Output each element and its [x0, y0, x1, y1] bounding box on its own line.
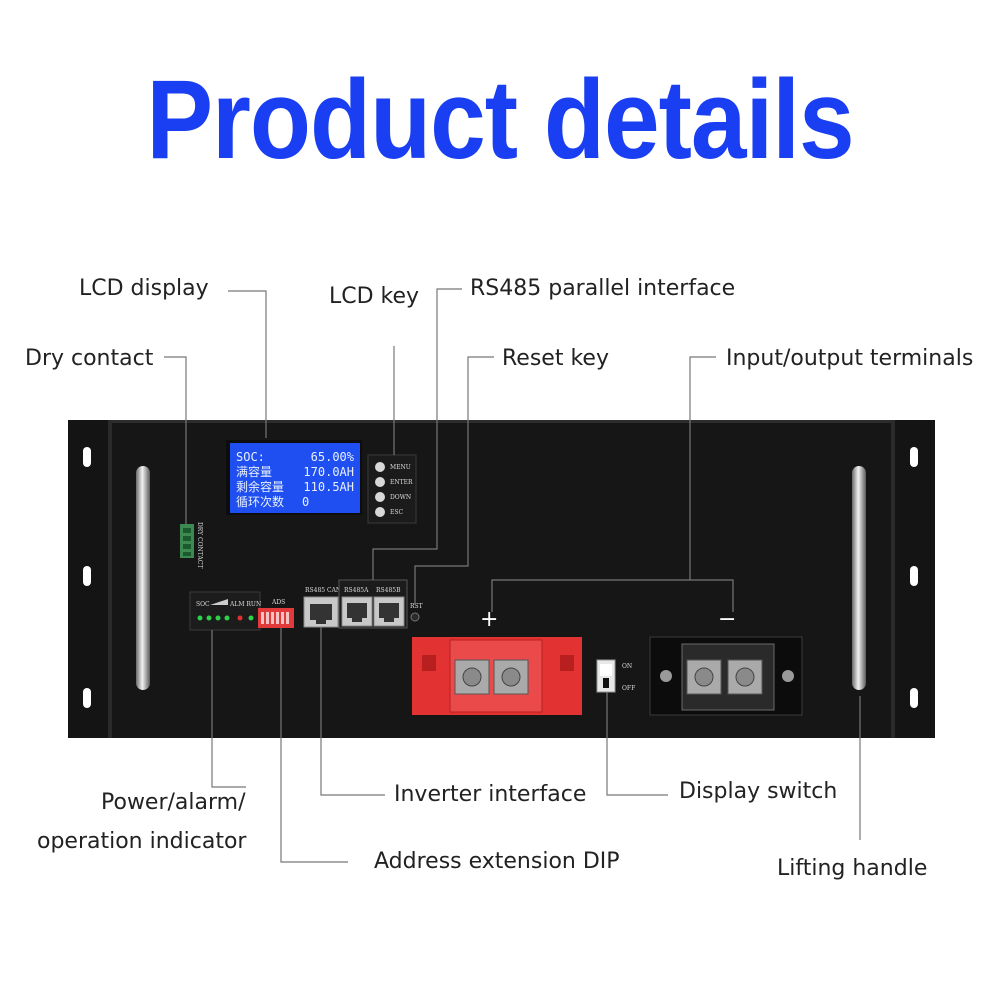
rack-slot: [83, 566, 91, 586]
alm-run-label: ALM RUN: [229, 601, 261, 608]
reset-key[interactable]: [410, 612, 420, 622]
lcd-screen: [230, 443, 360, 513]
lcd-row-label: 剩余容量: [236, 479, 284, 494]
status-led: [215, 615, 221, 621]
lcd-row-value: 0: [302, 495, 309, 509]
lcd-row-label: 满容量: [236, 464, 272, 479]
left-lifting-handle: [136, 466, 150, 690]
rack-slot: [910, 688, 918, 708]
status-led: [248, 615, 254, 621]
rack-slot: [83, 447, 91, 467]
rst-label: RST: [410, 603, 423, 610]
plus-sign: +: [480, 607, 498, 632]
ads-label: ADS: [271, 599, 285, 606]
right-lifting-handle: [852, 466, 866, 690]
switch-on-label: ON: [622, 663, 632, 670]
status-led: [206, 615, 212, 621]
lcd-row-value: 110.5AH: [303, 480, 354, 494]
callout-display-switch: Display switch: [679, 779, 838, 804]
page-title: Product details: [146, 57, 854, 183]
key-label: ENTER: [390, 479, 413, 486]
callout-power-alarm-line1: Power/alarm/: [101, 790, 246, 815]
callout-lifting-handle: Lifting handle: [777, 856, 928, 881]
enter-key[interactable]: [375, 477, 385, 487]
status-led: [224, 615, 230, 621]
rack-slot: [910, 566, 918, 586]
callout-dry-contact: Dry contact: [25, 346, 154, 371]
down-key[interactable]: [375, 492, 385, 502]
rack-slot: [83, 688, 91, 708]
callout-address-dip: Address extension DIP: [374, 849, 620, 874]
lcd-row-label: 循环次数: [236, 494, 284, 509]
callout-rs485-parallel: RS485 parallel interface: [470, 276, 736, 301]
esc-key[interactable]: [375, 507, 385, 517]
rs485-can-label: RS485 CAN: [305, 587, 341, 594]
switch-off-label: OFF: [622, 685, 635, 692]
callout-inverter-interface: Inverter interface: [394, 782, 587, 807]
minus-sign: −: [718, 607, 736, 632]
key-label: ESC: [390, 509, 403, 516]
lcd-row-value: 170.0AH: [303, 465, 354, 479]
lcd-row-label: SOC:: [236, 450, 265, 464]
callout-lcd-display: LCD display: [79, 276, 209, 301]
dry-contact-label: DRY CONTACT: [196, 522, 203, 568]
status-led: [237, 615, 243, 621]
rs485b-label: RS485B: [376, 587, 401, 594]
callout-power-alarm-line2: operation indicator: [37, 829, 247, 854]
lcd-row-value: 65.00%: [311, 450, 355, 464]
menu-key[interactable]: [375, 462, 385, 472]
rs485a-label: RS485A: [344, 587, 369, 594]
leader-lines: [164, 288, 861, 863]
rack-slot: [910, 447, 918, 467]
callout-io-terminals: Input/output terminals: [726, 346, 974, 371]
callout-lcd-key: LCD key: [329, 284, 420, 309]
key-label: MENU: [390, 464, 411, 471]
soc-label: SOC: [196, 601, 210, 608]
status-led: [197, 615, 203, 621]
key-label: DOWN: [390, 494, 411, 501]
callout-reset-key: Reset key: [502, 346, 609, 371]
indicator-panel: [189, 591, 261, 631]
